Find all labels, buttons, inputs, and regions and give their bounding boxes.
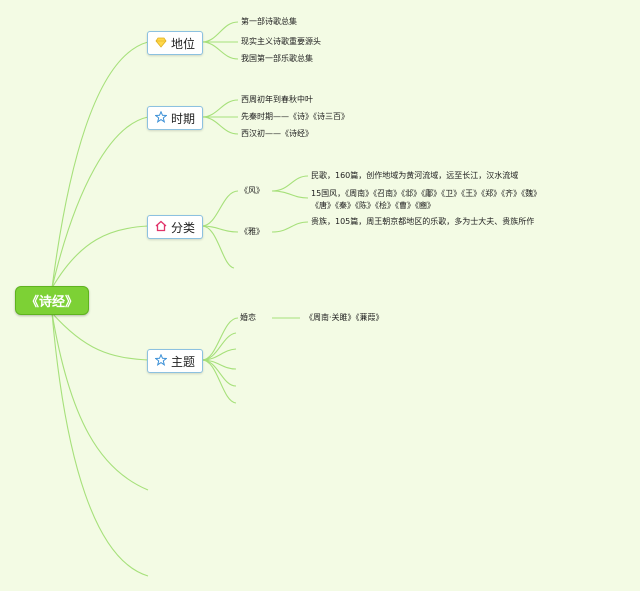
star-icon bbox=[154, 110, 168, 126]
status-item-2: 现实主义诗歌重要源头 bbox=[241, 37, 321, 46]
romance-detail-1: 《周南·关雎》《蒹葭》 bbox=[305, 313, 384, 322]
theme-romance: 婚恋 bbox=[240, 313, 256, 322]
star-icon bbox=[154, 353, 168, 369]
ya-detail-1: 贵族，105篇，周王朝京都地区的乐歌，多为士大夫、贵族所作 bbox=[311, 217, 535, 226]
root-label: 《诗经》 bbox=[25, 295, 78, 310]
status-item-1: 第一部诗歌总集 bbox=[241, 17, 297, 26]
branch-category-label: 分类 bbox=[170, 220, 195, 235]
branch-period-label: 时期 bbox=[170, 111, 195, 126]
feng-detail-1: 民歌，160篇，创作地域为黄河流域，远至长江，汉水流域 bbox=[311, 171, 519, 180]
branch-status-label: 地位 bbox=[170, 36, 195, 51]
feng-detail-3: 《唐》《秦》《陈》《桧》《曹》《豳》 bbox=[311, 201, 435, 210]
period-item-2: 先秦时期——《诗》《诗三百》 bbox=[241, 112, 349, 121]
branch-period[interactable]: 时期 bbox=[147, 106, 203, 130]
period-item-1: 西周初年到春秋中叶 bbox=[241, 95, 313, 104]
branch-theme[interactable]: 主题 bbox=[147, 349, 203, 373]
period-item-3: 西汉初——《诗经》 bbox=[241, 129, 313, 138]
branch-theme-label: 主题 bbox=[170, 354, 195, 369]
feng-detail-2: 15国风，《周南》《召南》《邶》《鄘》《卫》《王》《郑》《齐》《魏》 bbox=[311, 189, 542, 198]
category-ya: 《雅》 bbox=[240, 227, 264, 236]
category-feng: 《风》 bbox=[240, 186, 264, 195]
root-node[interactable]: 《诗经》 bbox=[15, 286, 89, 315]
branch-status[interactable]: 地位 bbox=[147, 31, 203, 55]
home-icon bbox=[155, 220, 167, 235]
diamond-icon bbox=[155, 36, 167, 51]
branch-category[interactable]: 分类 bbox=[147, 215, 203, 239]
status-item-3: 我国第一部乐歌总集 bbox=[241, 54, 313, 63]
